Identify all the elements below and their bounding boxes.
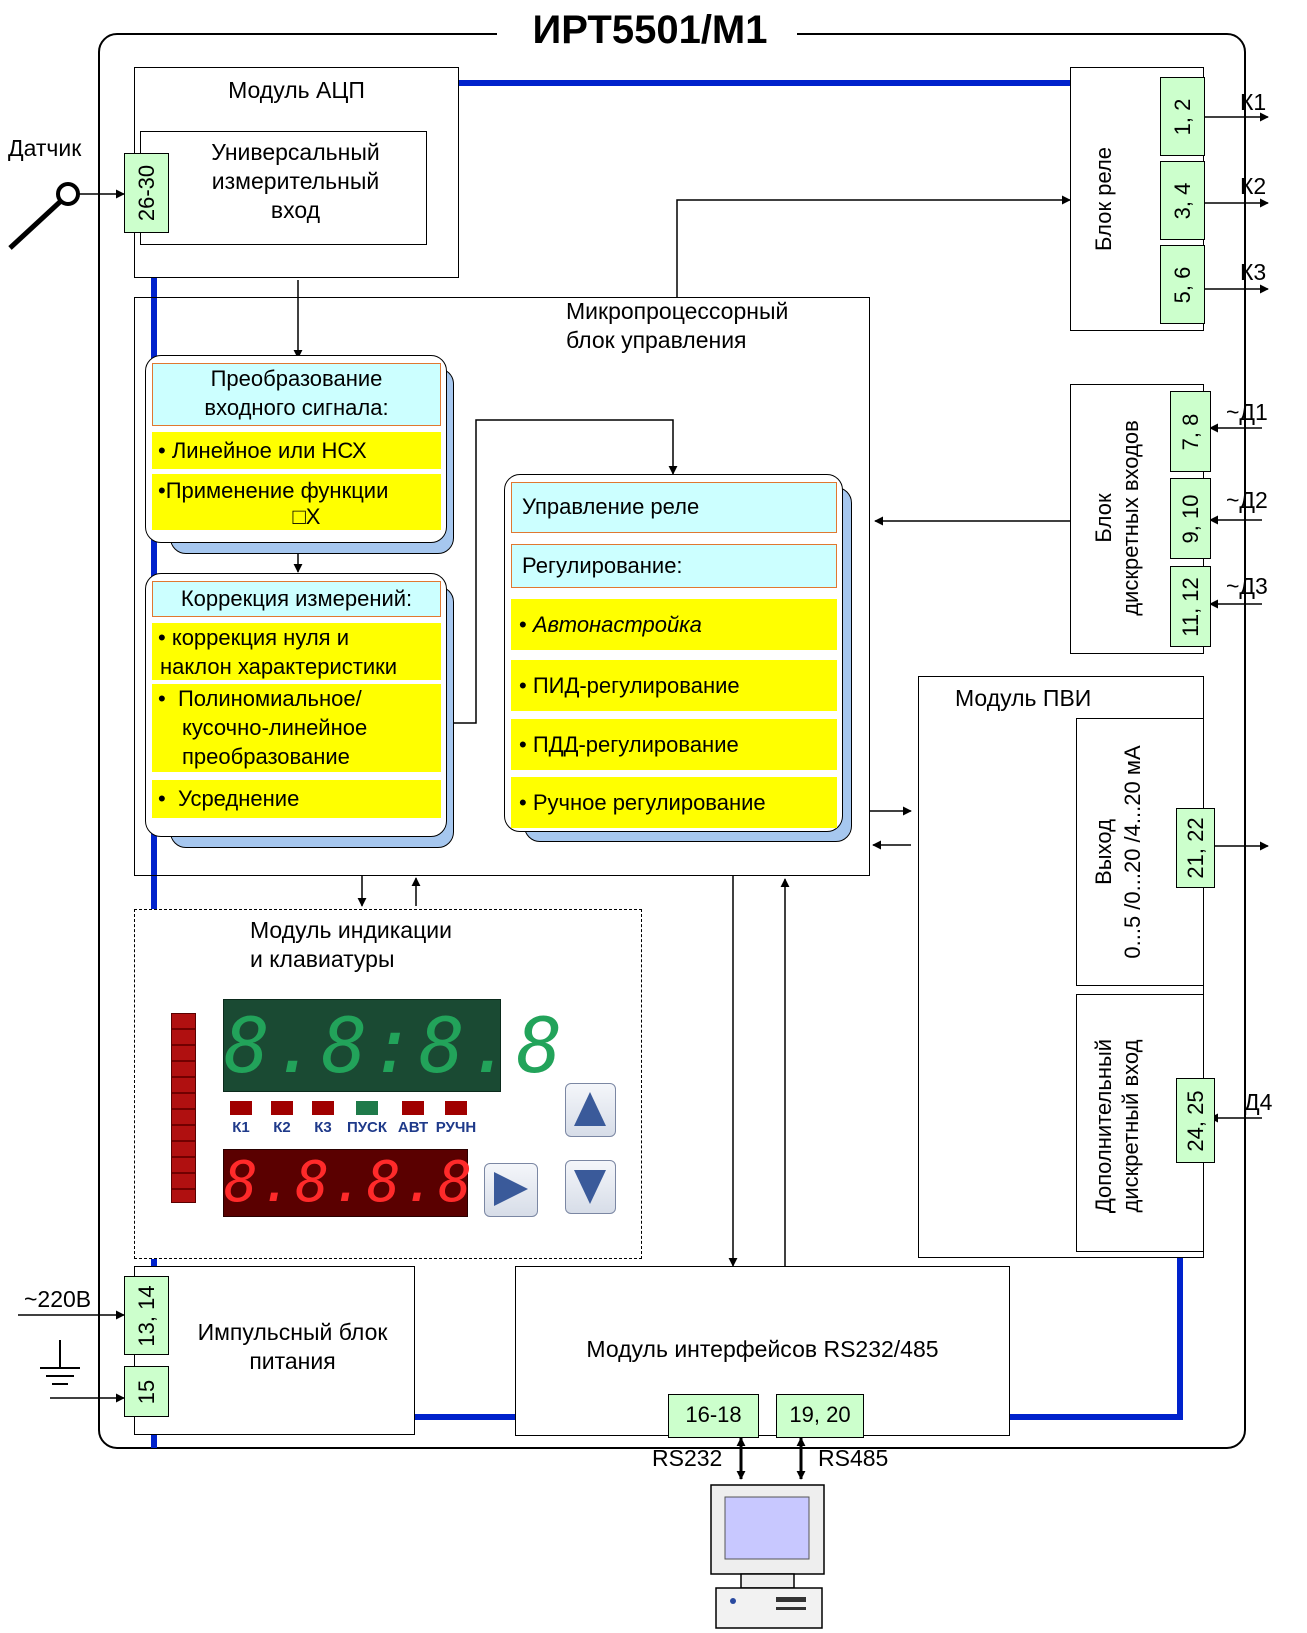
conversion-header: Преобразование входного сигнала: — [152, 363, 441, 426]
sensor-label: Датчик — [8, 135, 82, 161]
control-panel — [504, 474, 843, 832]
discrete-input-d3: ~Д3 — [1226, 573, 1268, 599]
regulation-item-pdd: • ПДД-регулирование — [511, 719, 837, 770]
regulation-item-manual: • Ручное регулирование — [511, 777, 837, 828]
correction-item-1: • коррекция нуля и наклон характеристики — [152, 623, 441, 680]
up-button[interactable] — [565, 1083, 616, 1137]
display-title-line-2: и клавиатуры — [250, 946, 395, 972]
analog-output-terminal: 21, 22 — [1176, 808, 1215, 888]
regulation-header: Регулирование: — [511, 544, 837, 588]
pvi-title: Модуль ПВИ — [955, 685, 1092, 711]
top-display: 8.8:8.8 — [223, 999, 566, 1092]
down-button[interactable] — [565, 1160, 616, 1214]
display-title-line-1: Модуль индикации — [250, 917, 452, 943]
relay-terminal-2: 3, 4 — [1160, 161, 1205, 240]
regulation-item-autotune: • Автонастройка — [511, 599, 837, 650]
arrow-down-icon — [574, 1170, 606, 1204]
power-supply — [134, 1266, 415, 1435]
discrete-terminal-2: 9, 10 — [1170, 478, 1211, 559]
extra-input-line-1: Дополнительный — [1091, 1038, 1116, 1214]
analog-output-line-2: 0...5 /0...20 /4...20 мА — [1120, 745, 1145, 959]
correction-item-3: • Усреднение — [152, 780, 441, 818]
relay-output-k1: К1 — [1240, 89, 1267, 115]
power-title-line-2: питания — [249, 1348, 336, 1374]
discrete-input-d1: ~Д1 — [1226, 399, 1268, 425]
conversion-header-line-2: входного сигнала: — [204, 395, 389, 420]
relay-terminal-3: 5, 6 — [1160, 245, 1205, 324]
interface-module — [515, 1266, 1010, 1436]
correction-header: Коррекция измерений: — [152, 581, 441, 617]
power-terminal-2: 15 — [124, 1366, 169, 1417]
discrete-title-line-2: дискретных входов — [1118, 420, 1143, 616]
rs232-label: RS232 — [652, 1445, 723, 1471]
status-led-label-3: К3 — [314, 1119, 332, 1136]
mcu-title-line-1: Микропроцессорный — [566, 298, 789, 324]
power-title-line-1: Импульсный блок — [197, 1319, 388, 1345]
status-led-label-4: ПУСК — [346, 1119, 388, 1136]
input-line-2: измерительный — [211, 168, 380, 194]
status-led-label-6: РУЧН — [435, 1119, 477, 1136]
extra-input-terminal: 24, 25 — [1176, 1078, 1215, 1163]
status-led-1 — [230, 1101, 252, 1115]
adc-terminal: 26-30 — [124, 153, 169, 233]
rs485-terminal: 19, 20 — [776, 1394, 864, 1438]
bottom-display: 8.8.8.8 — [223, 1149, 475, 1217]
relay-output-k2: К2 — [1240, 173, 1267, 199]
device-title: ИРТ5501/М1 — [532, 8, 768, 52]
status-led-label-2: К2 — [273, 1119, 291, 1136]
input-line-1: Универсальный — [211, 139, 380, 165]
conversion-header-line-1: Преобразование — [210, 366, 383, 391]
adc-title: Модуль АЦП — [228, 77, 365, 103]
relay-control-header: Управление реле — [511, 482, 837, 533]
discrete-terminal-3: 11, 12 — [1170, 566, 1211, 647]
mcu-block — [134, 297, 870, 876]
sensor-icon — [8, 182, 80, 250]
conversion-item-2: •Применение функции □X — [152, 474, 441, 530]
status-led-5 — [402, 1101, 424, 1115]
interface-title: Модуль интерфейсов RS232/485 — [586, 1336, 939, 1362]
status-led-label-5: АВТ — [397, 1119, 429, 1136]
mcu-title-line-2: блок управления — [566, 327, 747, 353]
extra-input-d4: Д4 — [1244, 1089, 1273, 1115]
regulation-item-pid: • ПИД-регулирование — [511, 660, 837, 711]
measuring-input-box — [140, 131, 427, 245]
top-display-digits: 8.8:8.8 — [224, 1001, 566, 1090]
rs232-terminal: 16-18 — [668, 1394, 759, 1438]
computer-icon — [710, 1484, 825, 1629]
right-button[interactable] — [484, 1163, 538, 1217]
conversion-item-1: • Линейное или НСХ — [152, 432, 441, 469]
relay-title: Блок реле — [1091, 146, 1116, 252]
rs485-label: RS485 — [818, 1445, 889, 1471]
discrete-terminal-1: 7, 8 — [1170, 391, 1211, 472]
arrow-up-icon — [574, 1092, 606, 1126]
status-led-4 — [356, 1101, 378, 1115]
extra-input-line-2: дискретный вход — [1118, 1039, 1143, 1213]
status-led-label-1: К1 — [232, 1119, 250, 1136]
ground-icon — [40, 1340, 80, 1385]
discrete-title-line-1: Блок — [1091, 493, 1116, 543]
sqrt-function-symbol: □X — [292, 504, 321, 529]
bottom-display-digits: 8.8.8.8 — [224, 1150, 475, 1215]
status-led-3 — [312, 1101, 334, 1115]
discrete-input-d2: ~Д2 — [1226, 487, 1268, 513]
mains-input-label: ~220В — [24, 1286, 92, 1312]
relay-terminal-1: 1, 2 — [1160, 77, 1205, 156]
analog-output-line-1: Выход — [1091, 819, 1116, 885]
relay-output-k3: К3 — [1240, 259, 1267, 285]
correction-item-2: • Полиномиальное/ кусочно-линейное преоб… — [152, 684, 441, 772]
power-terminal-1: 13, 14 — [124, 1276, 169, 1355]
bargraph-indicator — [171, 1013, 196, 1203]
input-line-3: вход — [270, 197, 321, 223]
arrow-right-icon — [494, 1172, 528, 1206]
status-led-2 — [271, 1101, 293, 1115]
status-led-6 — [445, 1101, 467, 1115]
